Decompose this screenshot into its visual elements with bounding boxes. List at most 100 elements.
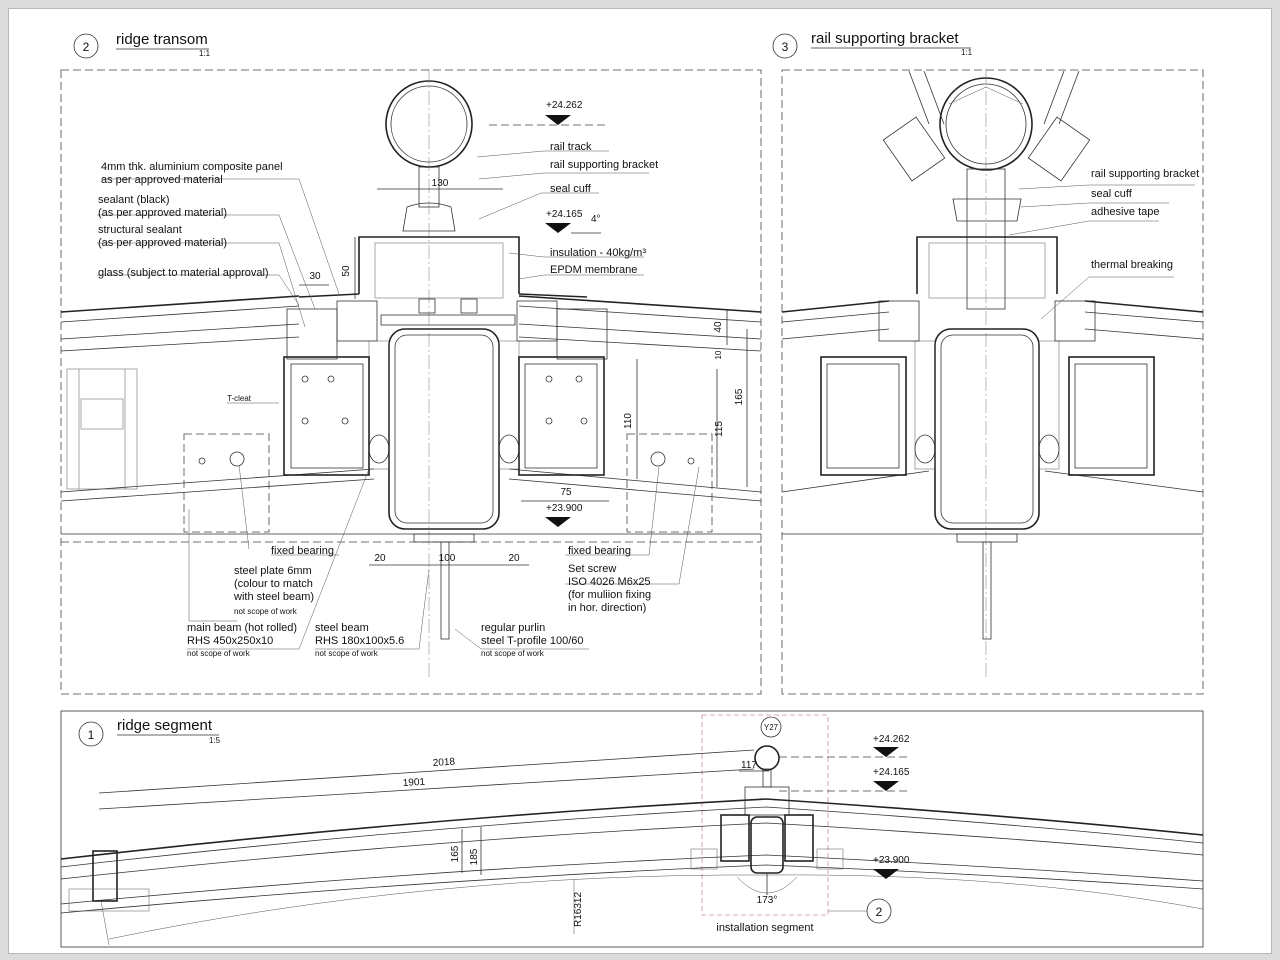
view-title: ridge transom <box>116 31 208 48</box>
segment-dimensions: 2018 1901 117 165 185 R16312 <box>98 749 769 934</box>
level-marker-bottom: +23.900 <box>545 503 583 527</box>
svg-text:40: 40 <box>713 321 724 333</box>
label-seal-cuff: seal cuff <box>550 183 592 195</box>
svg-text:R16312: R16312 <box>573 892 584 927</box>
view-number: 3 <box>782 40 789 54</box>
view-rail-bracket: 3 rail supporting bracket 1:1 <box>772 30 1204 695</box>
label-rail-track: rail track <box>550 141 592 153</box>
svg-text:110: 110 <box>623 413 634 429</box>
svg-text:1901: 1901 <box>403 777 426 789</box>
label-main-beam-line1: main beam (hot rolled) <box>187 622 297 634</box>
svg-text:+23.900: +23.900 <box>873 855 910 866</box>
label-steel-plate-line2: (colour to match <box>234 578 313 590</box>
svg-text:10: 10 <box>714 350 723 359</box>
view-scale: 1:5 <box>209 736 221 745</box>
label-set-screw-line1: Set screw <box>568 563 616 575</box>
label-insulation: insulation - 40kg/m³ <box>550 247 646 259</box>
glazing-left <box>60 295 375 502</box>
bolt-right <box>650 451 666 467</box>
level-marker-mid: +24.165 4° <box>545 209 601 234</box>
transom-profile-left <box>283 308 370 476</box>
arch-glazing <box>60 798 1204 940</box>
svg-text:100: 100 <box>439 553 456 564</box>
mullion-left-ghost <box>66 368 713 533</box>
label-main-beam-line2: RHS 450x250x10 <box>187 635 273 647</box>
drawing-sheet: 2 ridge transom 1:1 <box>8 8 1272 954</box>
svg-text:20: 20 <box>508 553 520 564</box>
label-sealant-line2: (as per approved material) <box>98 207 227 219</box>
label-fixed-bearing-left: fixed bearing <box>271 545 334 557</box>
label-rail-supporting-bracket: rail supporting bracket <box>1091 168 1199 180</box>
view-ridge-segment: 1 ridge segment 1:5 2 installation segme… <box>60 710 1204 948</box>
view-frame <box>781 69 1204 695</box>
svg-text:185: 185 <box>469 848 480 865</box>
grid-marker-circle <box>760 716 782 738</box>
view-number: 1 <box>88 728 95 742</box>
insulation-fill <box>374 242 504 299</box>
clamp-left <box>882 70 946 182</box>
view-title: rail supporting bracket <box>811 30 959 47</box>
label-acp-line1: 4mm thk. aluminium composite panel <box>101 161 283 173</box>
label-steel-beam-line1: steel beam <box>315 622 369 634</box>
view-number-circle <box>73 33 99 59</box>
segment-level-top: +24.262 <box>779 734 910 758</box>
label-steel-plate-line3: with steel beam) <box>233 591 314 603</box>
svg-text:+23.900: +23.900 <box>546 503 583 514</box>
svg-text:117: 117 <box>741 760 757 771</box>
steel-beam-rhs <box>388 328 500 530</box>
label-not-scope-purlin: not scope of work <box>481 649 545 658</box>
end-mullion <box>92 850 118 902</box>
rail-tube-small <box>754 745 780 771</box>
svg-text:+24.165: +24.165 <box>873 767 910 778</box>
cap-flashing <box>358 236 520 294</box>
label-fixed-bearing-right: fixed bearing <box>568 545 631 557</box>
label-rail-supporting-bracket: rail supporting bracket <box>550 159 658 171</box>
glazing-right <box>508 295 762 502</box>
label-steel-plate-line1: steel plate 6mm <box>234 565 312 577</box>
view-title: ridge segment <box>117 717 213 734</box>
svg-text:+24.262: +24.262 <box>546 100 583 111</box>
label-t-cleat: T-cleat <box>227 394 252 403</box>
svg-text:130: 130 <box>432 178 449 189</box>
svg-text:115: 115 <box>714 421 725 437</box>
purlin-web <box>440 541 450 640</box>
svg-text:4°: 4° <box>591 214 601 225</box>
seal-cuff <box>402 202 456 232</box>
label-steel-beam-line2: RHS 180x100x5.6 <box>315 635 404 647</box>
svg-text:+24.165: +24.165 <box>546 209 583 220</box>
label-set-screw-line3: (for muliion fixing <box>568 589 651 601</box>
view-frame <box>60 710 1204 948</box>
label-not-scope-main: not scope of work <box>187 649 251 658</box>
view-ridge-transom: 2 ridge transom 1:1 <box>60 31 762 695</box>
svg-text:50: 50 <box>341 265 352 277</box>
label-purlin-line2: steel T-profile 100/60 <box>481 635 584 647</box>
label-glass: glass (subject to material approval) <box>98 267 269 279</box>
dimensions-transom: 130 50 30 40 10 165 110 115 75 20 100 20 <box>299 178 748 566</box>
segment-level-mid: +24.165 <box>779 767 910 792</box>
transom-profile-right <box>518 308 608 476</box>
insulator-left <box>336 300 378 342</box>
svg-text:165: 165 <box>450 845 461 862</box>
label-purlin-line1: regular purlin <box>481 622 545 634</box>
svg-text:30: 30 <box>309 271 321 282</box>
bracket-post <box>418 166 440 208</box>
installation-segment-box <box>701 714 829 916</box>
label-sealant-line1: sealant (black) <box>98 194 170 206</box>
label-structural-line1: structural sealant <box>98 224 182 236</box>
bolt-left <box>229 451 245 467</box>
view-scale: 1:1 <box>199 49 211 58</box>
label-installation-segment: installation segment <box>716 922 813 934</box>
label-structural-line2: (as per approved material) <box>98 237 227 249</box>
label-not-scope-plate: not scope of work <box>234 607 298 616</box>
detail-ref-circle <box>866 898 892 924</box>
svg-text:20: 20 <box>374 553 386 564</box>
leaders-transom <box>97 150 700 650</box>
view-frame <box>60 69 762 695</box>
view-number: 2 <box>83 40 90 54</box>
purlin-flange <box>413 533 475 543</box>
label-set-screw-line2: ISO 4026 M6x25 <box>568 576 651 588</box>
grid-marker: Y27 <box>764 723 779 732</box>
technical-drawing: 2 ridge transom 1:1 <box>60 30 1204 948</box>
svg-text:2018: 2018 <box>432 757 455 769</box>
label-thermal-breaking: thermal breaking <box>1091 259 1173 271</box>
